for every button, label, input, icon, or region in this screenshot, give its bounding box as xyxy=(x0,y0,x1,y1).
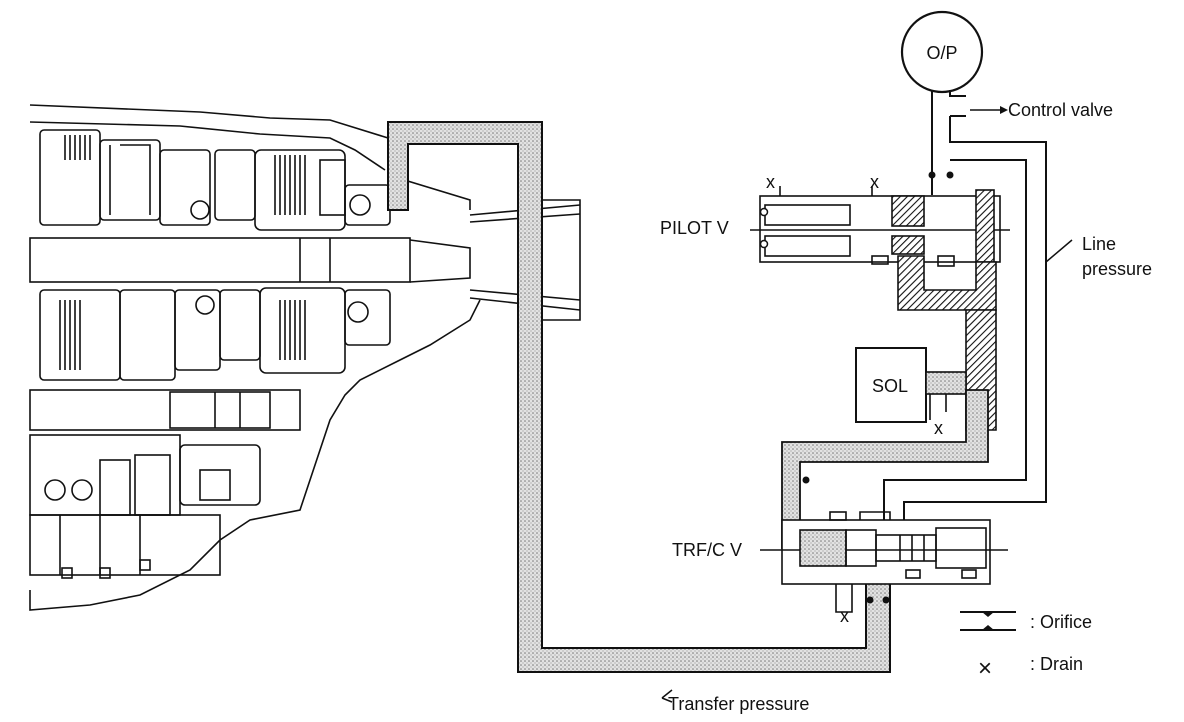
lower-clutch-pack xyxy=(39,287,391,381)
drain-mark-1: x xyxy=(766,172,775,192)
drain-mark-2: x xyxy=(870,172,879,192)
pilot-valve-label: PILOT V xyxy=(660,218,729,238)
transfer-control-valve-label: TRF/C V xyxy=(672,540,742,560)
legend-orifice-label: : Orifice xyxy=(1030,612,1092,632)
legend-drain-symbol: × xyxy=(978,655,992,682)
drain-mark-3: x xyxy=(934,418,943,438)
solenoid-label: SOL xyxy=(872,376,908,396)
solenoid: SOL xyxy=(855,347,967,423)
control-valve-label: Control valve xyxy=(1008,100,1113,120)
legend-drain-label: : Drain xyxy=(1030,654,1083,674)
oil-pump-circle xyxy=(900,10,984,94)
transfer-control-valve xyxy=(760,476,1008,613)
line-pressure-label-1: Line xyxy=(1082,234,1116,254)
transfer-pressure-label: Transfer pressure xyxy=(668,694,809,714)
transfer-pressure-passage xyxy=(387,121,891,673)
legend: : Orifice × : Drain xyxy=(960,611,1092,682)
oil-pump: O/P xyxy=(900,10,984,94)
upper-clutch-pack xyxy=(39,129,391,231)
pilot-valve xyxy=(750,186,1010,431)
transmission-cross-section xyxy=(29,104,581,611)
line-pressure-circuit xyxy=(883,90,1073,520)
lower-case xyxy=(29,389,301,579)
drain-mark-4: x xyxy=(840,606,849,626)
legend-orifice-symbol xyxy=(960,611,1016,631)
oil-pump-label: O/P xyxy=(926,43,957,63)
line-pressure-label-2: pressure xyxy=(1082,259,1152,279)
